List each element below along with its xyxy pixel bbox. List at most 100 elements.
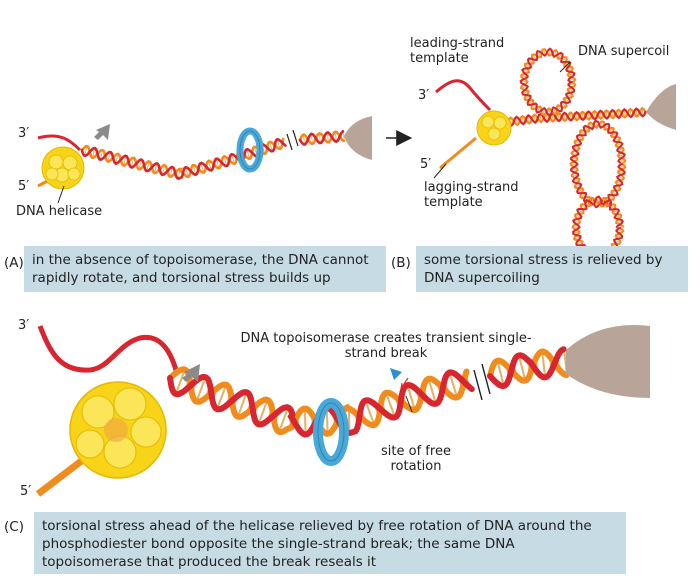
helix-base-pair: [561, 57, 567, 63]
panel-a-dna-helix: [80, 129, 346, 181]
panel-c-3prime-label: 3′: [18, 318, 30, 333]
helix-strand-red: [569, 119, 626, 209]
helix-base-pair: [521, 86, 528, 89]
helix-base-pair: [608, 127, 614, 133]
helix-base-pair: [614, 215, 622, 219]
helix-base-pair: [208, 161, 212, 171]
helix-base-pair: [169, 167, 173, 177]
helix-base-pair: [574, 141, 581, 145]
panel-c-leading-strand: [37, 325, 179, 373]
helix-base-pair: [618, 154, 625, 157]
helix-base-pair: [92, 148, 96, 158]
helix-base-pair: [107, 152, 111, 162]
helix-base-pair: [521, 116, 524, 124]
helix-strand-orange: [506, 106, 647, 127]
helix-base-pair: [325, 409, 329, 433]
helix-base-pair: [231, 154, 235, 164]
helix-base-pair: [533, 115, 536, 123]
helix-base-pair: [548, 108, 551, 116]
helix-base-pair: [574, 236, 581, 240]
helix-strand-orange: [569, 120, 627, 208]
helix-base-pair: [276, 139, 281, 149]
helix-base-pair: [591, 197, 595, 205]
helix-strand-orange: [487, 348, 570, 384]
helix-base-pair: [617, 110, 620, 118]
helix-base-pair: [568, 84, 576, 86]
panel-b-leading-label: leading-strand template: [410, 36, 505, 66]
helix-base-pair: [334, 132, 337, 142]
panel-c-topo-ring-icon: [313, 398, 349, 466]
helix-base-pair: [510, 118, 512, 126]
helix-base-pair: [246, 149, 251, 159]
helix-base-pair: [577, 188, 584, 193]
panel-c-5prime-label: 5′: [20, 484, 32, 499]
helix-base-pair: [216, 385, 227, 409]
helix-base-pair: [385, 393, 396, 417]
helix-base-pair: [567, 73, 575, 76]
panel-a-3prime-label: 3′: [18, 126, 30, 141]
panel-a-tag: (A): [4, 255, 24, 271]
helix-base-pair: [223, 156, 228, 166]
panel-a-topo-ring-icon: [236, 127, 264, 173]
helix-base-pair: [618, 171, 625, 174]
helix-base-pair: [518, 356, 526, 380]
helix-base-pair: [566, 67, 573, 71]
helix-base-pair: [611, 110, 614, 118]
panel-b-dna-helix: [506, 106, 647, 127]
panel-c-helicase: [69, 381, 167, 479]
panel-c-break-marks: [473, 363, 491, 401]
panel-a-graphic: [37, 116, 372, 204]
helix-base-pair: [602, 197, 606, 205]
helix-base-pair: [347, 408, 351, 432]
panel-a-helicase-pointer: [57, 185, 65, 204]
panel-c-tag: (C): [4, 519, 24, 535]
helix-base-pair: [531, 103, 537, 110]
panel-b-supercoil-pointer: [559, 61, 571, 73]
panel-a-break-marks: [286, 129, 299, 151]
helix-base-pair: [563, 98, 570, 103]
helix-base-pair: [613, 137, 620, 142]
helix-base-pair: [615, 181, 623, 185]
panel-b-lagging-pointer: [433, 163, 447, 179]
helix-base-pair: [522, 69, 529, 73]
helix-base-pair: [192, 165, 197, 175]
helix-base-pair: [616, 220, 623, 223]
helix-base-pair: [327, 132, 329, 142]
panel-b-supercoil: [519, 47, 627, 261]
helix-base-pair: [162, 165, 166, 175]
helix-base-pair: [146, 161, 150, 171]
helix-base-pair: [553, 50, 557, 57]
helix-base-pair: [553, 107, 557, 114]
helix-base-pair: [536, 106, 541, 113]
helix-strand-red: [80, 137, 287, 181]
helix-base-pair: [548, 49, 551, 56]
helix-strand-orange: [298, 130, 346, 146]
helix-base-pair: [154, 163, 158, 173]
helix-base-pair: [185, 167, 189, 177]
helix-base-pair: [623, 109, 626, 118]
helix-base-pair: [524, 95, 531, 100]
helix-base-pair: [566, 93, 573, 97]
helix-base-pair: [342, 131, 345, 141]
panel-a-caption: in the absence of topoisomerase, the DNA…: [24, 246, 386, 292]
helix-base-pair: [528, 58, 534, 64]
helix-base-pair: [524, 63, 531, 68]
helix-base-pair: [196, 378, 206, 401]
panel-b-helicase: [476, 110, 512, 146]
panel-b-tag: (B): [391, 255, 411, 271]
helix-base-pair: [575, 214, 582, 218]
panel-b-3prime-label: 3′: [418, 88, 430, 103]
panel-b-5prime-label: 5′: [420, 157, 432, 172]
helix-base-pair: [84, 146, 88, 156]
helix-base-pair: [577, 135, 583, 140]
helix-base-pair: [616, 230, 624, 232]
helix-base-pair: [130, 158, 134, 168]
helix-base-pair: [571, 152, 579, 155]
helix-base-pair: [303, 409, 307, 434]
helix-strand-orange: [80, 137, 285, 179]
helix-base-pair: [527, 115, 530, 124]
helix-base-pair: [611, 132, 618, 137]
panel-c-site-pointer: [405, 395, 413, 413]
